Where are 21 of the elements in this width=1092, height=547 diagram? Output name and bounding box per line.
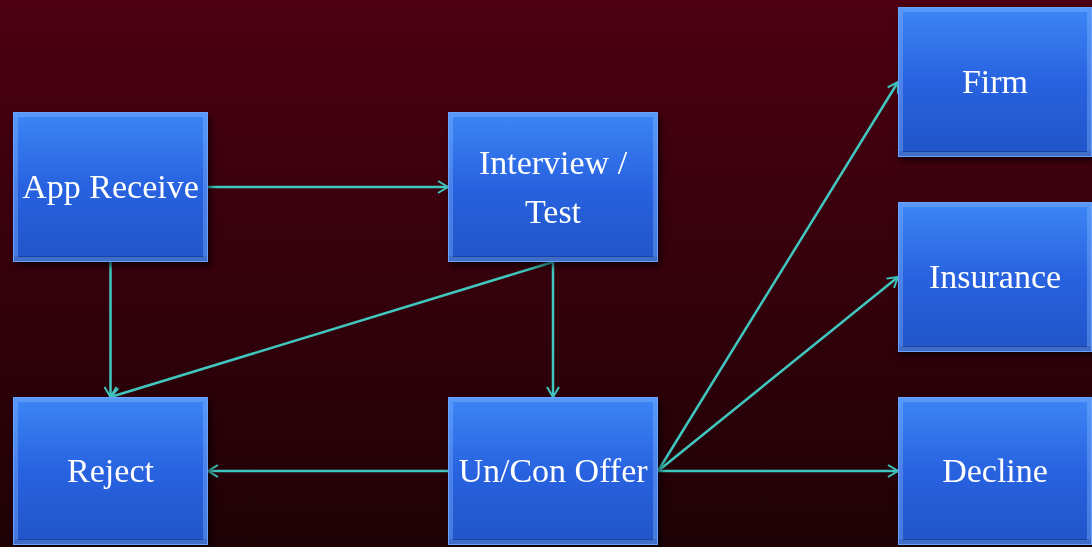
box-label: Decline [941, 451, 1049, 492]
box-label: Interview / Test [477, 142, 629, 232]
box-label: Reject [66, 451, 155, 492]
arrow [657, 276, 899, 472]
process-box [13, 397, 208, 545]
process-box [898, 7, 1092, 157]
arrow [103, 262, 118, 398]
box-label: App Receive [21, 167, 200, 208]
process-box [13, 112, 208, 262]
process-box [448, 397, 658, 545]
box-label: Firm [960, 62, 1030, 103]
arrow [658, 464, 899, 478]
arrow [208, 180, 449, 194]
arrow [207, 464, 448, 478]
process-box [898, 397, 1092, 545]
process-box [448, 112, 658, 262]
box-label: Un/Con Offer [457, 451, 649, 492]
box-label: Insurance [927, 257, 1063, 298]
arrow [656, 81, 900, 472]
arrow [546, 262, 560, 398]
process-box [898, 202, 1092, 352]
